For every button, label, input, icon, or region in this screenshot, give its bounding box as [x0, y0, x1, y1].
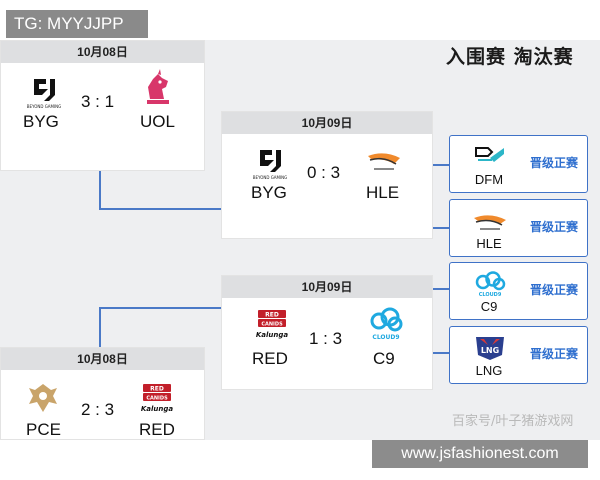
match-score: 1 : 3: [309, 329, 343, 348]
svg-text:CANIDS: CANIDS: [261, 322, 283, 328]
hle-logo: [474, 215, 506, 230]
lng-logo: LNG: [476, 337, 504, 360]
bracket-title: 入围赛 淘汰赛: [446, 46, 574, 68]
match-date: 10月08日: [1, 41, 204, 63]
connector-line: [433, 352, 449, 354]
svg-text:BEYOND GAMING: BEYOND GAMING: [253, 175, 288, 180]
team-name: C9: [373, 349, 395, 368]
svg-text:CLOUD9: CLOUD9: [479, 292, 502, 297]
result-status: 晋级正赛: [530, 156, 579, 170]
connector-line: [99, 307, 221, 309]
connector-line: [433, 288, 449, 290]
byg-logo: BEYOND GAMING: [27, 77, 62, 109]
result-box: DFM 晋级正赛: [449, 135, 588, 193]
result-team: DFM: [474, 172, 504, 187]
dfm-logo: [475, 147, 504, 162]
team-name: HLE: [366, 183, 400, 202]
connector-line: [433, 227, 449, 229]
team-name: RED: [139, 420, 175, 439]
cloud9-logo: CLOUD9: [370, 307, 403, 341]
result-status: 晋级正赛: [530, 283, 579, 297]
match-card: 10月09日 BEYOND GAMING BYG 0 : 3 HLE: [221, 111, 433, 239]
red-canids-logo: RED CANIDS Kalunga: [256, 310, 289, 339]
result-box: HLE 晋级正赛: [449, 199, 588, 257]
hle-logo: [368, 153, 400, 170]
result-status: 晋级正赛: [530, 347, 579, 361]
svg-text:RED: RED: [265, 312, 279, 319]
result-box: LNG LNG 晋级正赛: [449, 326, 588, 384]
connector-line: [99, 307, 101, 347]
uol-logo: [147, 69, 169, 104]
svg-text:LNG: LNG: [481, 346, 499, 355]
svg-text:CLOUD9: CLOUD9: [372, 334, 399, 341]
match-score: 2 : 3: [81, 400, 115, 419]
red-canids-logo: RED CANIDS Kalunga: [141, 384, 174, 413]
watermark-site: www.jsfashionest.com: [372, 440, 588, 468]
match-card: 10月08日 RED CANIDS Kalunga PCE 2 : 3 RED: [0, 347, 205, 440]
match-date: 10月09日: [222, 276, 432, 298]
match-card: 10月09日 RED CANIDS Kalunga CLOUD9 RED 1 :…: [221, 275, 433, 390]
watermark-source: 百家号/叶子猪游戏网: [452, 414, 574, 429]
watermark-tg: TG: MYYJJPP: [6, 10, 148, 38]
svg-text:Kalunga: Kalunga: [141, 405, 174, 413]
match-card: 10月08日 BEYOND GAMING BYG 3 : 1 UOL: [0, 40, 205, 171]
team-name: BYG: [23, 112, 59, 131]
match-date: 10月08日: [1, 348, 204, 370]
connector-line: [99, 171, 101, 209]
team-name: BYG: [251, 183, 287, 202]
cloud9-logo: CLOUD9: [475, 271, 506, 297]
connector-line: [433, 164, 449, 166]
pce-logo: [29, 384, 57, 412]
team-name: PCE: [26, 420, 61, 439]
result-team: LNG: [475, 363, 503, 378]
svg-text:CANIDS: CANIDS: [146, 396, 168, 402]
result-team: HLE: [476, 236, 502, 251]
team-name: RED: [252, 349, 288, 368]
team-name: UOL: [140, 112, 175, 131]
byg-logo: BEYOND GAMING: [253, 148, 288, 180]
connector-line: [99, 208, 221, 210]
result-box: CLOUD9 C9 晋级正赛: [449, 262, 588, 320]
match-date: 10月09日: [222, 112, 432, 134]
result-status: 晋级正赛: [530, 220, 579, 234]
match-score: 3 : 1: [81, 92, 115, 111]
svg-text:Kalunga: Kalunga: [256, 331, 289, 339]
svg-text:BEYOND GAMING: BEYOND GAMING: [27, 104, 62, 109]
result-team: C9: [480, 299, 498, 314]
match-score: 0 : 3: [307, 163, 341, 182]
svg-text:RED: RED: [150, 386, 164, 393]
